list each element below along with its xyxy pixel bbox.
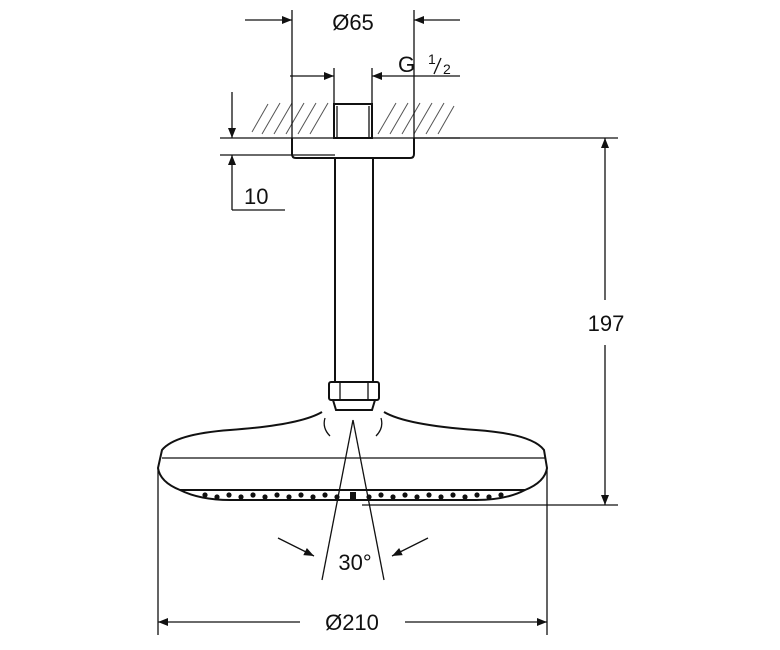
shower-arm xyxy=(334,158,374,382)
thread-connector xyxy=(333,103,373,139)
flange-diameter-dimension: Ø65 xyxy=(245,10,460,138)
spray-angle-label: 30° xyxy=(338,550,371,575)
thread-fraction-denominator: 2 xyxy=(443,61,451,77)
thread-label: G xyxy=(398,52,415,77)
ceiling-hatch xyxy=(220,102,460,156)
ceiling-flange xyxy=(291,138,415,159)
head-diameter-label: Ø210 xyxy=(325,610,379,635)
spray-nozzles xyxy=(202,492,504,500)
thread-dimension: G 1 2 xyxy=(290,51,460,104)
ceiling-offset-label: 10 xyxy=(244,184,268,209)
height-dimension: 197 xyxy=(362,137,625,506)
ceiling-offset-dimension: 10 xyxy=(228,92,285,211)
connection-nut xyxy=(328,381,380,411)
height-label: 197 xyxy=(588,311,625,336)
head-diameter-dimension: Ø210 xyxy=(157,468,548,635)
thread-fraction-numerator: 1 xyxy=(428,51,436,67)
flange-diameter-label: Ø65 xyxy=(332,10,374,35)
spray-angle-dimension: 30° xyxy=(277,419,429,581)
